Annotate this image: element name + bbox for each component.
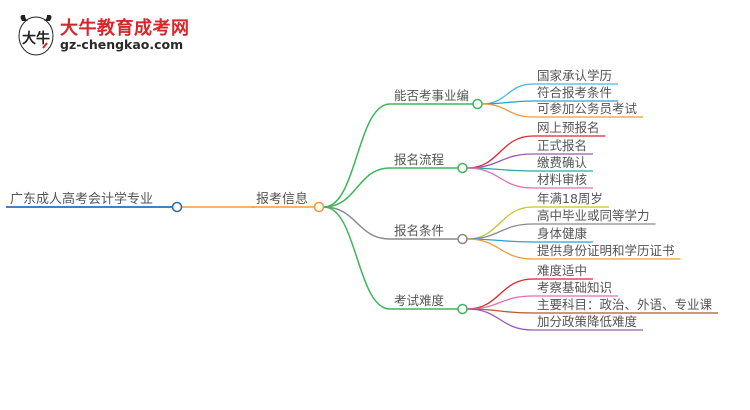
branch-to-leaf-edge — [466, 238, 534, 260]
branch-connector-dot-1 — [457, 162, 468, 174]
leaf-node-label[interactable]: 高中毕业或同等学力 — [537, 208, 650, 223]
bull-logo-icon: 大牛 — [18, 14, 54, 56]
branch-to-leaf-edge — [482, 100, 534, 105]
branch-to-leaf-edge — [466, 223, 534, 240]
leaf-node-label[interactable]: 加分政策降低难度 — [537, 314, 638, 329]
branch-to-leaf-edge — [466, 135, 534, 169]
center-node-label[interactable]: 报考信息 — [256, 191, 308, 207]
center-to-branch-edge — [323, 167, 391, 208]
leaf-node-label[interactable]: 可参加公务员考试 — [537, 101, 638, 116]
leaf-node-label[interactable]: 缴费确认 — [537, 155, 588, 170]
leaf-node-label[interactable]: 提供身份证明和学历证书 — [537, 243, 675, 258]
site-name: 大牛教育成考网 — [60, 18, 190, 39]
mind-map-nodes: 广东成人高考会计学专业 报考信息 能否考事业编 国家承认学历符合报考条件可参加公务员考… — [10, 68, 713, 329]
site-url: gz-chengkao.com — [60, 37, 184, 52]
root-connector-dot — [171, 201, 183, 213]
logo-mark-text: 大牛 — [22, 30, 50, 47]
branch-to-leaf-edge — [482, 103, 534, 118]
leaf-node-label[interactable]: 国家承认学历 — [537, 68, 612, 83]
mind-map-edges — [6, 83, 719, 331]
leaf-node-label[interactable]: 材料审核 — [537, 172, 588, 187]
branch-connector-dot-0 — [472, 98, 483, 110]
leaf-node-label[interactable]: 正式报名 — [537, 138, 587, 153]
leaf-node-label[interactable]: 考察基础知识 — [537, 280, 612, 295]
leaf-node-label[interactable]: 难度适中 — [537, 263, 587, 278]
branch-node-label-3[interactable]: 考试难度 — [394, 293, 445, 308]
leaf-node-label[interactable]: 符合报考条件 — [537, 85, 612, 100]
branch-node-label-0[interactable]: 能否考事业编 — [394, 88, 469, 103]
branch-connector-dot-2 — [457, 233, 468, 245]
root-node-label[interactable]: 广东成人高考会计学专业 — [10, 191, 153, 207]
branch-to-leaf-edge — [466, 308, 534, 331]
leaf-node-label[interactable]: 网上预报名 — [537, 120, 600, 135]
center-connector-dot — [313, 201, 325, 213]
center-to-branch-edge — [323, 206, 391, 240]
branch-to-leaf-edge — [466, 167, 534, 189]
branch-node-label-2[interactable]: 报名条件 — [394, 223, 444, 238]
branch-to-leaf-edge — [466, 206, 534, 240]
site-logo[interactable]: 大牛 大牛教育成考网 gz-chengkao.com — [6, 12, 206, 60]
leaf-node-label[interactable]: 年满18周岁 — [537, 191, 603, 206]
center-to-branch-edge — [323, 206, 391, 310]
leaf-node-label[interactable]: 身体健康 — [537, 226, 588, 241]
branch-to-leaf-edge — [466, 153, 534, 169]
branch-to-leaf-edge — [466, 295, 534, 310]
branch-to-leaf-edge — [466, 278, 534, 310]
branch-node-label-1[interactable]: 报名流程 — [394, 152, 445, 167]
center-to-branch-edge — [323, 103, 391, 208]
branch-connector-dot-3 — [457, 303, 468, 315]
leaf-node-label[interactable]: 主要科目：政治、外语、专业课 — [537, 297, 713, 312]
